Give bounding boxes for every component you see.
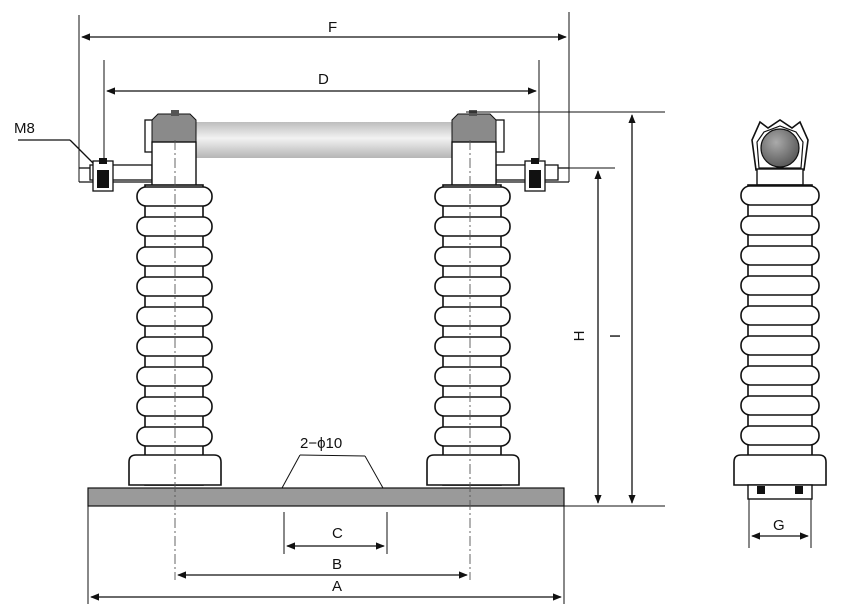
fuse-tube [195, 122, 457, 158]
right-shed [434, 366, 511, 387]
dimension-label-g: G [773, 517, 785, 534]
right-shed [434, 276, 511, 297]
dimension-label-i: I [607, 334, 624, 338]
side-view: G [733, 119, 827, 548]
left-shed [136, 426, 213, 447]
m8-callout: M8 [14, 120, 97, 167]
right-insulator-flange [426, 454, 520, 486]
right-shed [434, 396, 511, 417]
m8-label: M8 [14, 120, 35, 137]
right-insulator [426, 184, 520, 486]
dimension-f: F [78, 12, 570, 182]
right-terminal [451, 110, 569, 192]
left-shed [136, 216, 213, 237]
left-shed [136, 306, 213, 327]
dimension-label-f: F [328, 19, 337, 36]
right-shed [434, 246, 511, 267]
dimension-c: C [283, 512, 388, 554]
holes-label: 2−ϕ10 [300, 435, 342, 452]
dimension-d: D [103, 60, 540, 160]
left-shed [136, 246, 213, 267]
holes-callout: 2−ϕ10 [281, 435, 384, 489]
dimension-label-d: D [318, 71, 329, 88]
left-terminal [79, 110, 197, 192]
dimension-label-b: B [332, 556, 342, 573]
left-shed [136, 186, 213, 207]
dimension-label-a: A [332, 578, 342, 595]
dimension-label-h: H [571, 331, 588, 342]
dimension-a: A [87, 506, 565, 604]
right-shed [434, 186, 511, 207]
left-shed [136, 336, 213, 357]
right-shed [434, 306, 511, 327]
right-shed [434, 336, 511, 357]
left-shed [136, 366, 213, 387]
right-shed [434, 426, 511, 447]
base-plate [87, 487, 565, 507]
dimension-b: B [177, 556, 468, 579]
right-shed [434, 216, 511, 237]
left-shed [136, 396, 213, 417]
dimension-label-c: C [332, 525, 343, 542]
left-shed [136, 276, 213, 297]
dimension-i: I [466, 111, 665, 504]
dimension-h: H [558, 167, 665, 507]
left-insulator [128, 184, 222, 486]
side-fuse-end [760, 128, 800, 168]
